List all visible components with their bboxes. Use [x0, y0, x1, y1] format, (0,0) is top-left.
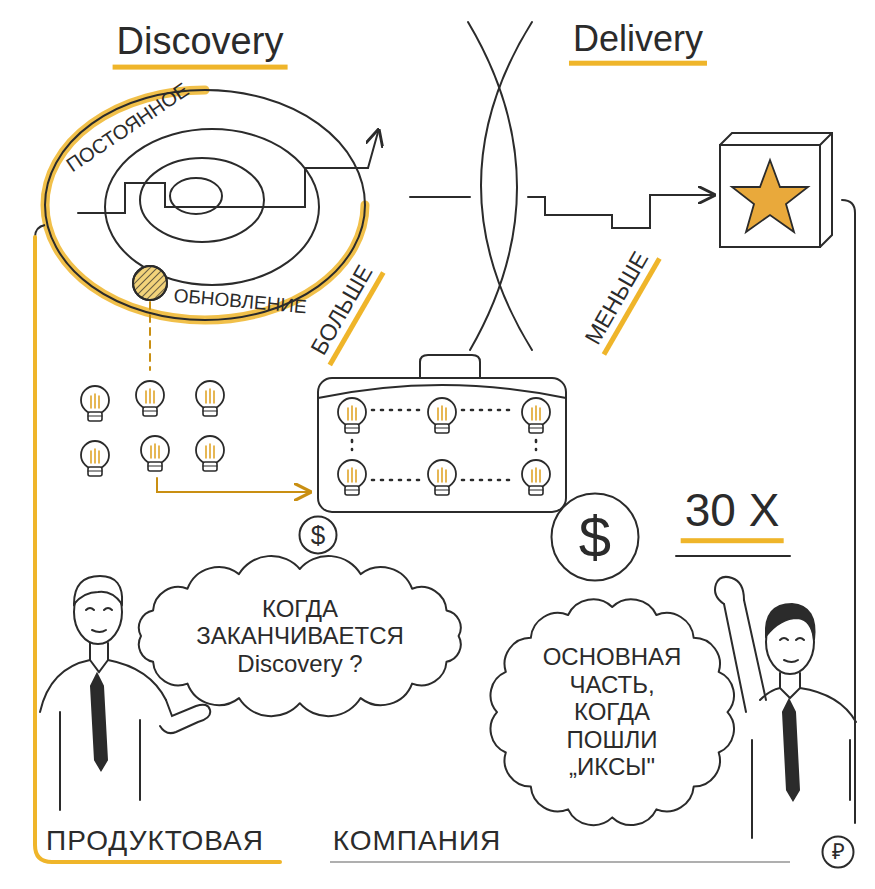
speech-bubble: КОГДА ЗАКАНЧИВАЕТСЯ Discovery ? — [127, 555, 473, 717]
symbol-text: ₽ — [832, 841, 845, 863]
spiral-label: ОБНОВЛЕНИЕ — [169, 285, 312, 320]
speech-text: ОСНОВНАЯ ЧАСТЬ, КОГДА ПОШЛИ „ИКСЫ" — [530, 643, 695, 781]
currency-mark: ₽ — [821, 835, 855, 869]
multiplier: 30 X — [681, 485, 784, 543]
company-frame: ПРОДУКТОВАЯ КОМПАНИЯ $ $ КОГДА ЗАКАНЧИВАЕТС… — [30, 195, 860, 880]
speech-text: КОГДА ЗАКАНЧИВАЕТСЯ Discovery ? — [184, 595, 416, 678]
phase-note: МЕНЬШЕ — [578, 244, 661, 356]
symbol-text: $ — [311, 522, 325, 548]
phase-note: БОЛЬШЕ — [304, 258, 386, 367]
section-heading: Delivery — [569, 19, 707, 66]
frame-caption: ПРОДУКТОВАЯ КОМПАНИЯ — [46, 825, 501, 857]
section-heading: Discovery — [113, 21, 288, 70]
coin-large: $ — [550, 492, 640, 582]
company-frame-outline — [30, 195, 860, 880]
speech-bubble: ОСНОВНАЯ ЧАСТЬ, КОГДА ПОШЛИ „ИКСЫ" — [483, 593, 742, 831]
spiral-label: ПОСТОЯННОЕ — [59, 76, 197, 180]
coin-small: $ — [298, 515, 338, 555]
symbol-text: $ — [579, 508, 611, 566]
